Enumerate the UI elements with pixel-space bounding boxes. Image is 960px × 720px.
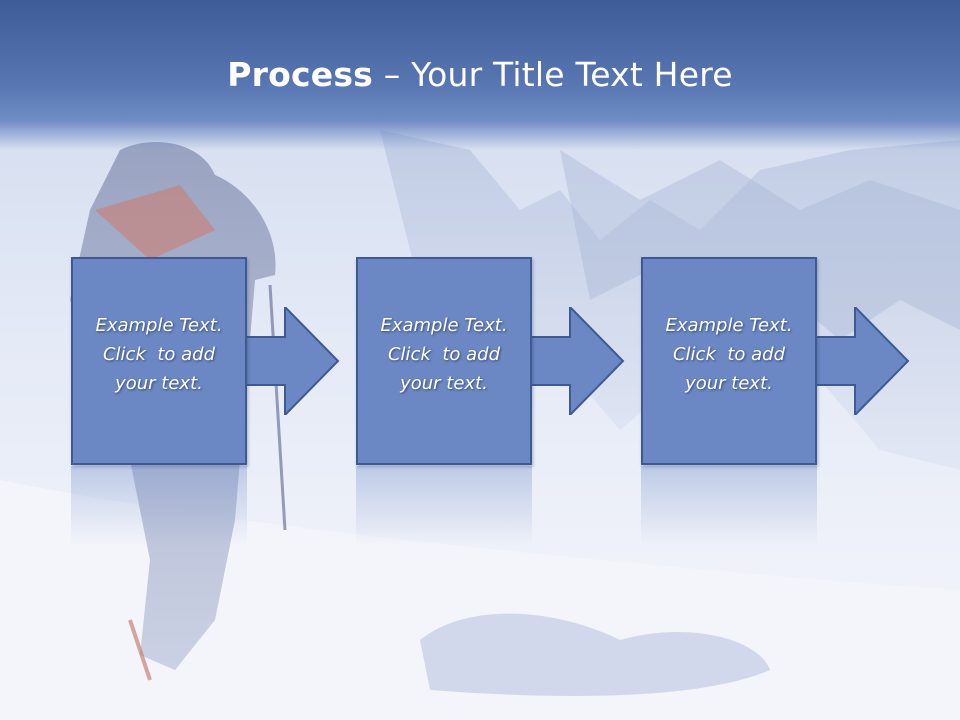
step-line-1: Example Text. xyxy=(95,315,223,336)
process-step-2[interactable]: Example Text. Click to add your text. xyxy=(356,257,532,465)
step-line-2: Click to add xyxy=(387,344,500,365)
title-bold: Process xyxy=(227,55,374,94)
step-text: Example Text. Click to add your text. xyxy=(73,311,245,398)
process-step-1[interactable]: Example Text. Click to add your text. xyxy=(71,257,247,465)
step-reflection xyxy=(71,466,247,546)
arrow-right-icon xyxy=(810,307,910,415)
step-reflection xyxy=(356,466,532,546)
step-line-2: Click to add xyxy=(672,344,785,365)
title-rest: – Your Title Text Here xyxy=(373,55,733,94)
step-text: Example Text. Click to add your text. xyxy=(643,311,815,398)
step-line-1: Example Text. xyxy=(665,315,793,336)
step-line-3: your text. xyxy=(400,373,488,394)
step-line-1: Example Text. xyxy=(380,315,508,336)
arrow-right-icon xyxy=(240,307,340,415)
step-text: Example Text. Click to add your text. xyxy=(358,311,530,398)
slide-title[interactable]: Process – Your Title Text Here xyxy=(0,52,960,98)
title-bar xyxy=(0,0,960,150)
step-line-3: your text. xyxy=(115,373,203,394)
step-line-2: Click to add xyxy=(102,344,215,365)
step-line-3: your text. xyxy=(685,373,773,394)
step-reflection xyxy=(641,466,817,546)
process-step-3[interactable]: Example Text. Click to add your text. xyxy=(641,257,817,465)
arrow-right-icon xyxy=(525,307,625,415)
